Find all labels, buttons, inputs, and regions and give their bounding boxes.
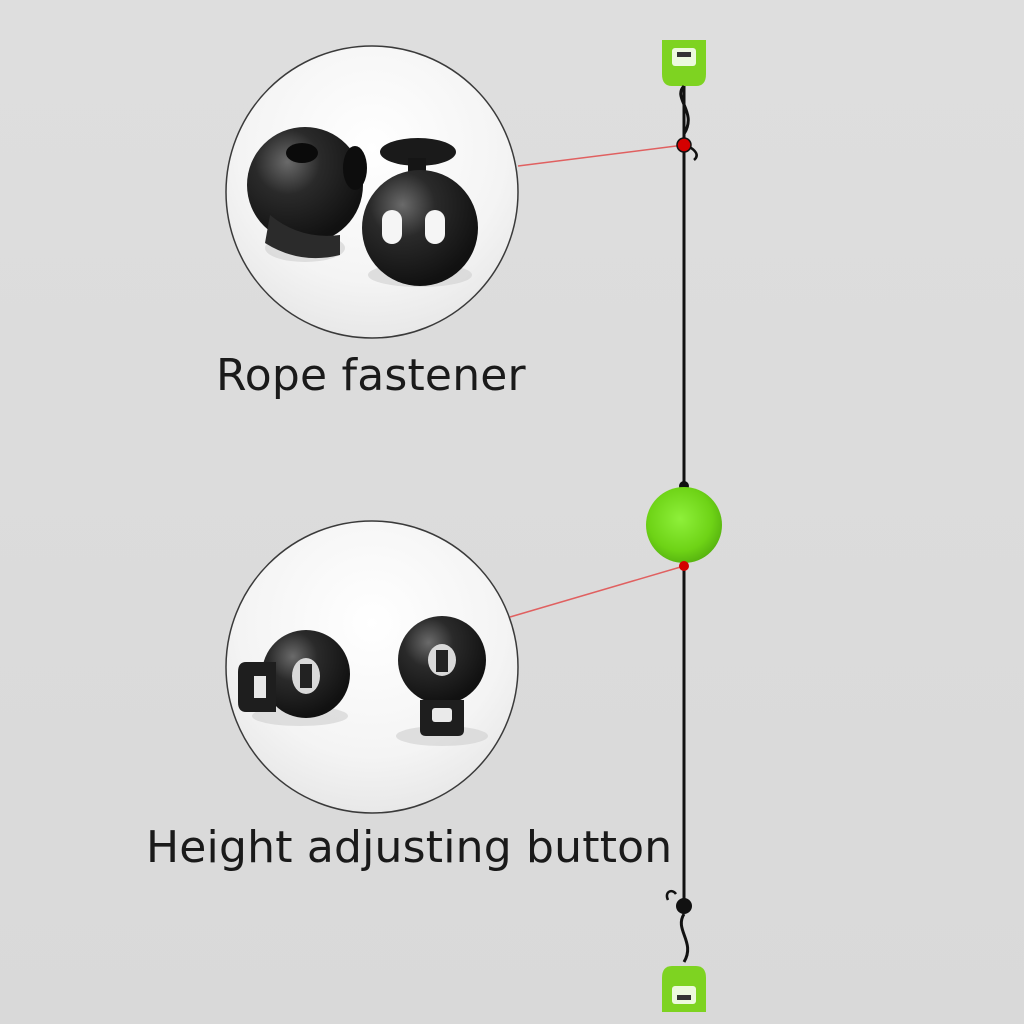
rope-fastener-label: Rope fastener (216, 350, 526, 401)
ball-icon (646, 487, 722, 563)
height-adjusting-button-label: Height adjusting button (146, 822, 673, 873)
rope-fastener-right-icon (362, 138, 478, 287)
leader-line-top (517, 144, 685, 167)
height-button-marker (679, 561, 689, 571)
bottom-suction-cup-icon (662, 889, 706, 1012)
rope-fastener-marker (676, 137, 692, 153)
rope-fastener-inset (225, 45, 519, 339)
height-button-right-icon (396, 616, 488, 746)
top-suction-cup-icon (662, 40, 706, 161)
leader-line-bottom (509, 565, 685, 618)
rope-fastener-left-icon (247, 127, 367, 262)
height-button-inset (225, 520, 519, 814)
height-button-left-icon (238, 630, 350, 726)
